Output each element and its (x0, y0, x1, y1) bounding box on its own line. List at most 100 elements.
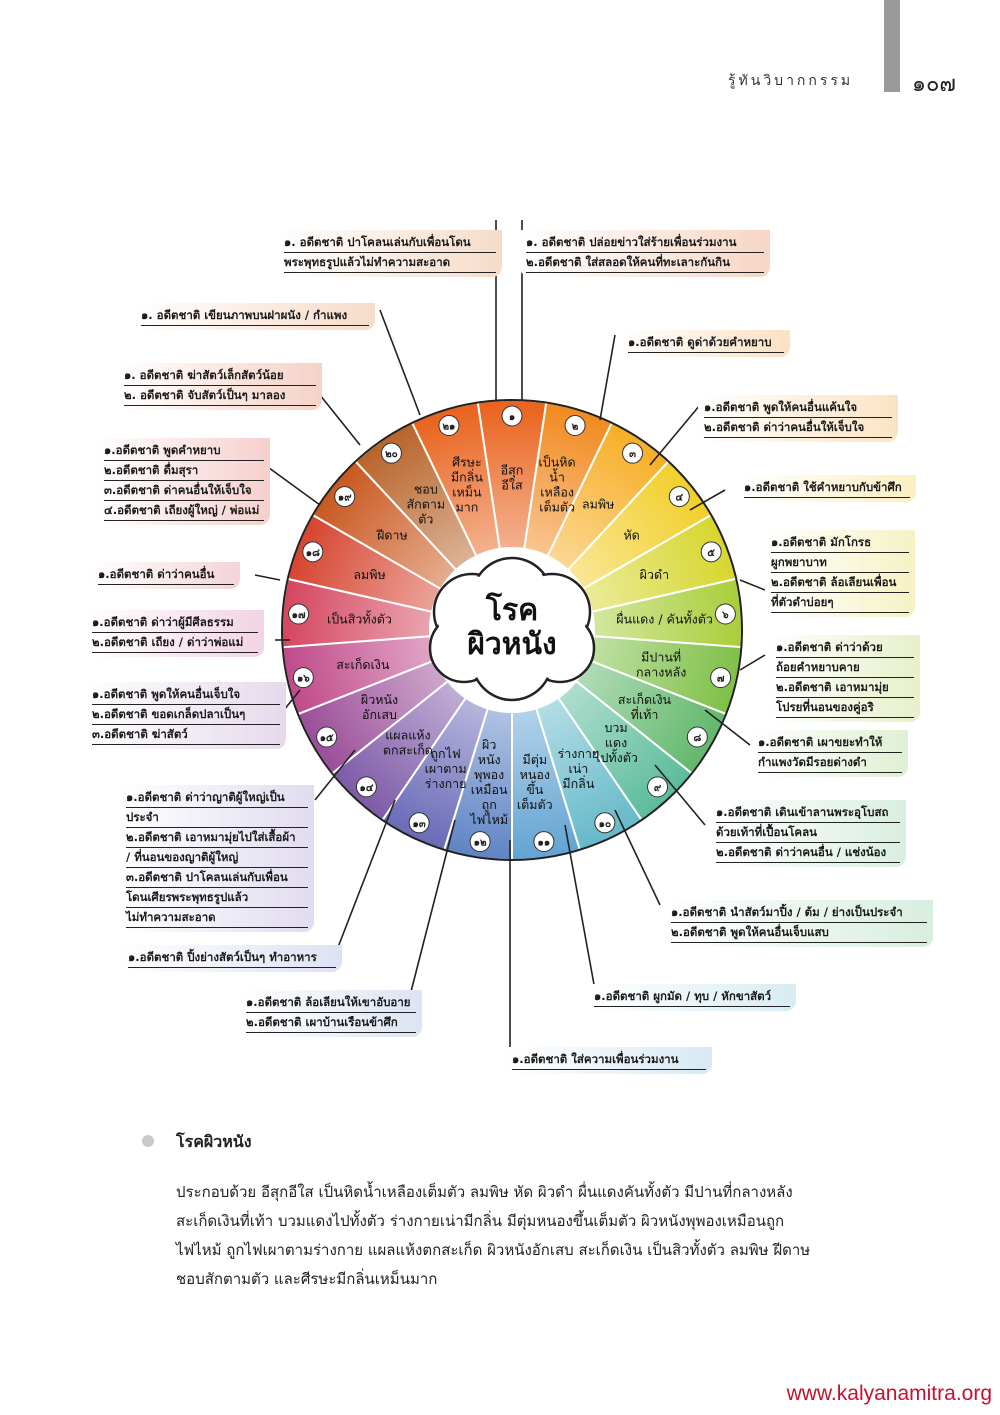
segment-number: ๗ (717, 674, 725, 685)
cause-line: ๑.อดีตชาติ พูดให้คนอื่นแค้นใจ (704, 398, 892, 418)
segment-number: ๑๗ (292, 610, 306, 621)
cause-line: ที่ตัวดำบ่อยๆ (771, 593, 909, 613)
segment-label: ถูก (482, 797, 497, 813)
segment-number-badge (355, 776, 377, 798)
segment-label: ผิว (482, 737, 496, 752)
connector-line (649, 404, 701, 466)
segment-label: สะเก็ดเงิน (618, 692, 672, 707)
connector-line (654, 764, 706, 826)
segment-number: ๑๓ (413, 819, 426, 830)
cause-box: ๑.อดีตชาติ พูดให้คนอื่นเจ็บใจ๒.อดีตชาติ … (86, 682, 286, 749)
cause-box: ๑.อดีตชาติ ด่าว่าผู้มีศีลธรรม๒.อดีตชาติ … (86, 610, 264, 657)
segment-number: ๑๔ (359, 783, 373, 794)
segment-number-badge (710, 667, 732, 689)
connector-line (739, 654, 766, 671)
connector-line (689, 489, 726, 511)
cause-line: โดนเศียรพระพุทธรูปแล้ว (126, 888, 308, 908)
cause-line: ๑.อดีตชาติ เดินเข้าลานพระอุโบสถ (716, 803, 900, 823)
book-title: รู้ทันวิบากกรรม (728, 73, 854, 89)
segment-label: เน่า (568, 761, 588, 776)
cause-line: ๒.อดีตชาติ เผาบ้านเรือนข้าศึก (246, 1013, 416, 1033)
cause-line: ผูกพยาบาท (771, 553, 909, 573)
cause-line: ๒.อดีตชาติ ขอดเกล็ดปลาเป็นๆ (92, 705, 280, 725)
connector-line (704, 709, 751, 746)
cause-box: ๑. อดีตชาติ เขียนภาพบนฝาผนัง / กำแพง (135, 303, 375, 330)
cause-line: ๓.อดีตชาติ ด่าคนอื่นให้เจ็บใจ (104, 481, 264, 501)
cause-line: ๑.อดีตชาติ เผาขยะทำให้ (758, 733, 902, 753)
segment-label: เหมือน (471, 782, 508, 797)
segment-number-badge (469, 831, 491, 853)
segment-number-badge (334, 486, 356, 508)
section-body-line: ไฟไหม้ ถูกไฟเผาตามร่างกาย แผลแห้งตกสะเก็… (176, 1241, 811, 1259)
cause-line: ๒.อดีตชาติ เอาหมามุ่ยไปใส่เสื้อผ้า (126, 828, 308, 848)
cause-line: ด้วยเท้าที่เปื้อนโคลน (716, 823, 900, 843)
segment-label: เป็นสิวทั้งตัว (327, 610, 392, 627)
cause-line: ประจำ (126, 808, 308, 828)
cause-line: ๑. อดีตชาติ ปาโคลนเล่นกับเพื่อนโดน (284, 233, 496, 253)
segment-label: สักตาม (407, 497, 446, 512)
segment-number-badge (288, 603, 310, 625)
segment-number: ๓ (629, 449, 636, 460)
center-label: ผิวหนัง (467, 627, 557, 662)
segment-number-badge (438, 415, 460, 437)
cause-box: ๑.อดีตชาติ พูดให้คนอื่นแค้นใจ๒.อดีตชาติ … (698, 395, 898, 442)
cause-box: ๑.อดีตชาติ ผูกมัด / ทุบ / หักขาสัตว์ (588, 984, 796, 1011)
cause-line: ๒.อดีตชาติ ใส่สลอดให้คนที่ทะเลาะกันกิน (526, 253, 764, 273)
segment-label: เต็มตัว (539, 499, 575, 514)
segment-label: เผาตาม (425, 761, 467, 776)
segment-label: สะเก็ดเงิน (336, 657, 390, 672)
segment-label: ตกสะเก็ด (383, 743, 433, 758)
segment-label: เหม็น (452, 484, 482, 499)
segment-label: ไปทั้งตัว (593, 748, 638, 765)
segment-label: ผิวหนัง (361, 692, 398, 707)
segment-number-badge (647, 776, 669, 798)
section-body-line: ประกอบด้วย อีสุกอีใส เป็นหิดน้ำเหลืองเต็… (176, 1183, 793, 1201)
cause-box: ๑.อดีตชาติ ใช้คำหยาบกับข้าศึก (738, 475, 916, 502)
cause-box: ๑.อดีตชาติ มักโกรธผูกพยาบาท๒.อดีตชาติ ล้… (765, 530, 915, 617)
cause-box: ๑. อดีตชาติ ปาโคลนเล่นกับเพื่อนโดนพระพุท… (278, 230, 502, 277)
cause-line: ๑.อดีตชาติ ผูกมัด / ทุบ / หักขาสัตว์ (594, 987, 790, 1007)
cause-line: ถ้อยคำหยาบคาย (776, 658, 914, 678)
cause-line: ๒.อดีตชาติ เถียง / ด่าว่าพ่อแม่ (92, 633, 258, 653)
section-title: โรคผิวหนัง (176, 1132, 252, 1151)
cause-box: ๑.อดีตชาติ ดูด่าด้วยคำหยาบ (622, 330, 790, 357)
cause-line: ๑. อดีตชาติ ฆ่าสัตว์เล็กสัตว์น้อย (124, 366, 316, 386)
segment-number: ๑๕ (320, 733, 334, 744)
segment-label: ผื่นแดง / คันทั้งตัว (616, 610, 713, 627)
section-body: ประกอบด้วย อีสุกอีใส เป็นหิดน้ำเหลืองเต็… (176, 1178, 896, 1294)
segment-label: แดง (605, 735, 627, 750)
cause-line: ๓.อดีตชาติ ฆ่าสัตว์ (92, 725, 280, 745)
segment-label: ร่างกาย (558, 746, 600, 761)
cause-box: ๑.อดีตชาติ พูดคำหยาบ๒.อดีตชาติ ดื่มสุรา๓… (98, 438, 270, 525)
cause-box: ๑.อดีตชาติ ด่าว่าคนอื่น (92, 562, 240, 589)
cause-line: ๒.อดีตชาติ พูดให้คนอื่นเจ็บแสบ (671, 923, 927, 943)
segment-label: ฝีดาษ (376, 528, 408, 543)
segment-number: ๒๐ (385, 449, 398, 460)
segment-number-badge (668, 486, 690, 508)
connector-line (739, 579, 766, 591)
segment-label: ชอบ (414, 482, 438, 497)
connector-line (314, 749, 356, 801)
cause-line: ๒.อดีตชาติ ดื่มสุรา (104, 461, 264, 481)
segment-number: ๑๑ (538, 838, 551, 849)
cause-line: ๑.อดีตชาติ ปิ้งย่างสัตว์เป็นๆ ทำอาหาร (128, 948, 336, 968)
cause-line: ไม่ทำความสะอาด (126, 908, 308, 928)
segment-number: ๒๑ (442, 422, 455, 433)
cause-box: ๑.อดีตชาติ ด่าว่าด้วยถ้อยคำหยาบคาย๒.อดีต… (770, 635, 920, 722)
segment-number: ๘ (693, 733, 701, 744)
segment-label: หนัง (478, 752, 501, 767)
segment-label: ขึ้น (526, 780, 544, 797)
connector-line (319, 394, 361, 446)
wheel-outline (281, 399, 743, 861)
cause-line: ๒.อดีตชาติ ด่าว่าคนอื่นให้เจ็บใจ (704, 418, 892, 438)
segment-number: ๔ (676, 493, 684, 504)
connector-line (599, 334, 616, 421)
segment-number-badge (622, 442, 644, 464)
segment-number-badge (714, 603, 736, 625)
segment-label: กลางหลัง (636, 665, 686, 680)
segment-number: ๒ (572, 422, 579, 433)
section-bullet (142, 1135, 154, 1147)
segment-label: บวม (604, 720, 627, 735)
cause-line: ๑.อดีตชาติ ล้อเลียนให้เขาอับอาย (246, 993, 416, 1013)
segment-label: เป็นหิด (539, 454, 576, 469)
